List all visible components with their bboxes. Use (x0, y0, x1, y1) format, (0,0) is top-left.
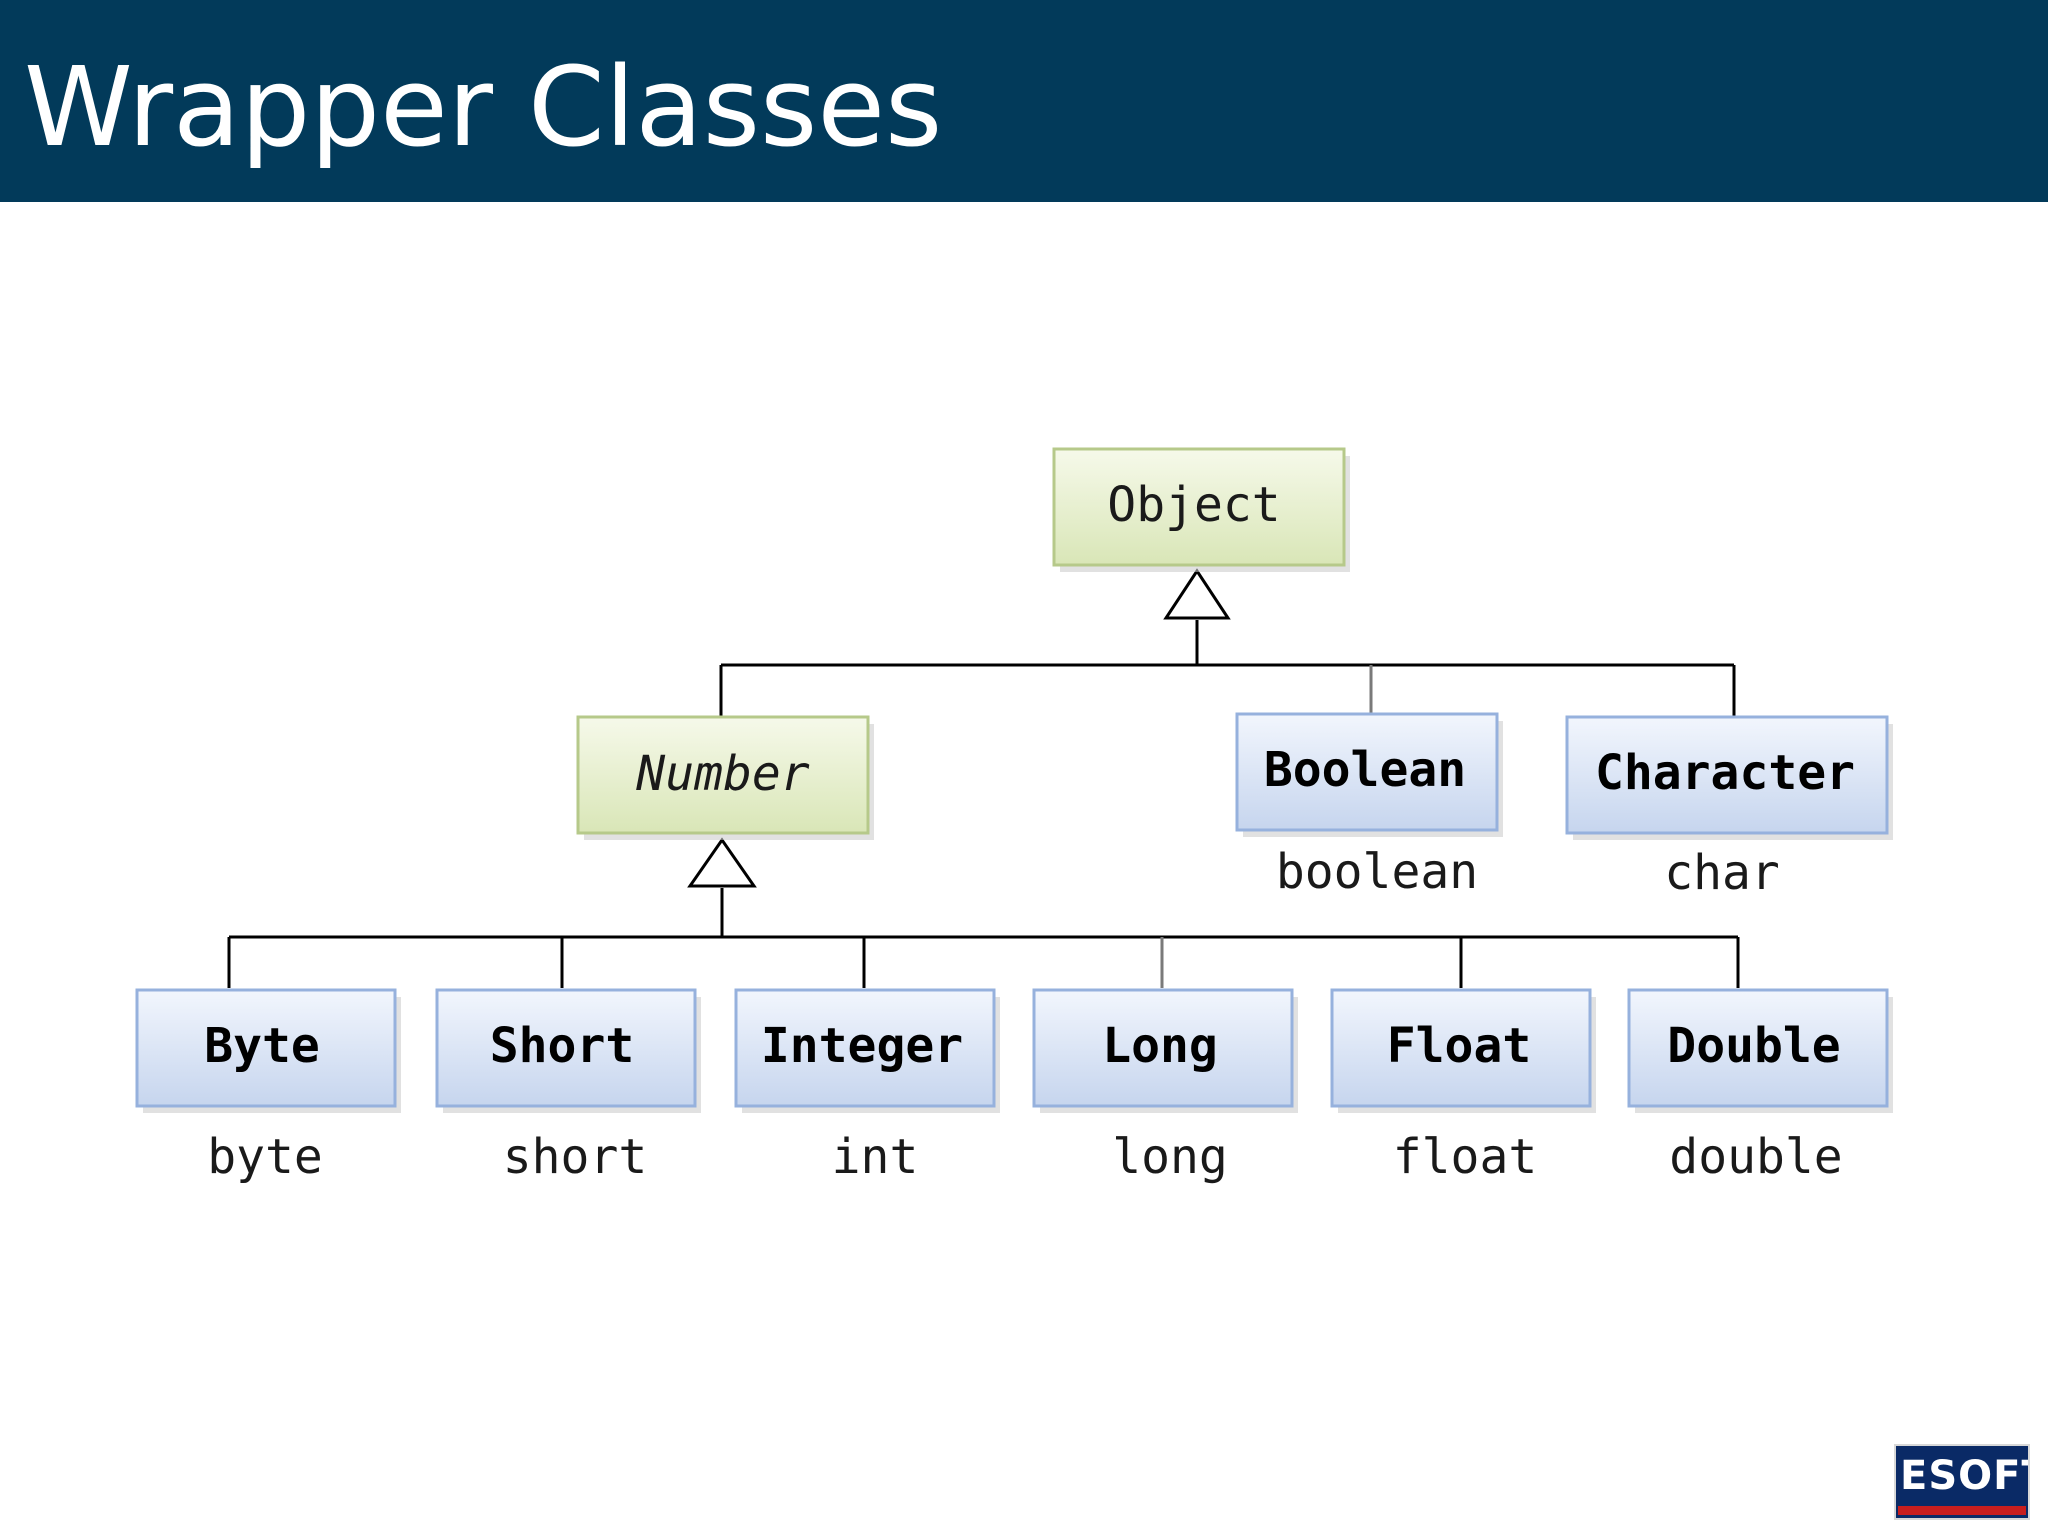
node-integer-label: Integer (761, 1018, 963, 1074)
slide-title: Wrapper Classes (24, 43, 943, 171)
primitive-boolean: boolean (1276, 844, 1478, 900)
primitive-float: float (1393, 1129, 1538, 1185)
node-double-label: Double (1667, 1018, 1840, 1074)
primitive-byte: byte (207, 1129, 323, 1185)
node-object: Object (1052, 447, 1350, 572)
inheritance-arrowhead-number (687, 837, 757, 888)
primitive-char: char (1664, 845, 1780, 901)
primitive-int: int (832, 1129, 919, 1185)
node-float: Float float (1330, 988, 1596, 1185)
node-short: Short short (435, 988, 701, 1185)
inheritance-arrowhead-object (1163, 568, 1231, 620)
node-long: Long long (1032, 988, 1298, 1185)
node-short-label: Short (490, 1018, 635, 1074)
node-double: Double double (1627, 988, 1893, 1185)
node-byte: Byte byte (135, 988, 401, 1185)
inheritance-connectors (227, 620, 1740, 988)
node-boolean: Boolean boolean (1235, 712, 1503, 900)
node-object-label: Object (1107, 477, 1280, 533)
esoft-logo-text: ESOFT (1900, 1453, 2028, 1499)
primitive-double: double (1669, 1129, 1842, 1185)
node-integer: Integer int (734, 988, 1000, 1185)
esoft-logo-tagline-bar (1898, 1506, 2026, 1515)
node-number-label: Number (635, 746, 809, 802)
node-float-label: Float (1387, 1018, 1532, 1074)
node-byte-label: Byte (204, 1018, 320, 1074)
title-bar: Wrapper Classes (0, 0, 2048, 202)
node-character-label: Character (1595, 745, 1855, 801)
primitive-long: long (1112, 1129, 1228, 1185)
node-boolean-label: Boolean (1264, 742, 1466, 798)
node-character: Character char (1565, 715, 1893, 901)
node-long-label: Long (1102, 1018, 1218, 1074)
esoft-logo: ESOFT (1894, 1444, 2030, 1520)
node-number: Number (576, 715, 874, 840)
primitive-short: short (503, 1129, 648, 1185)
